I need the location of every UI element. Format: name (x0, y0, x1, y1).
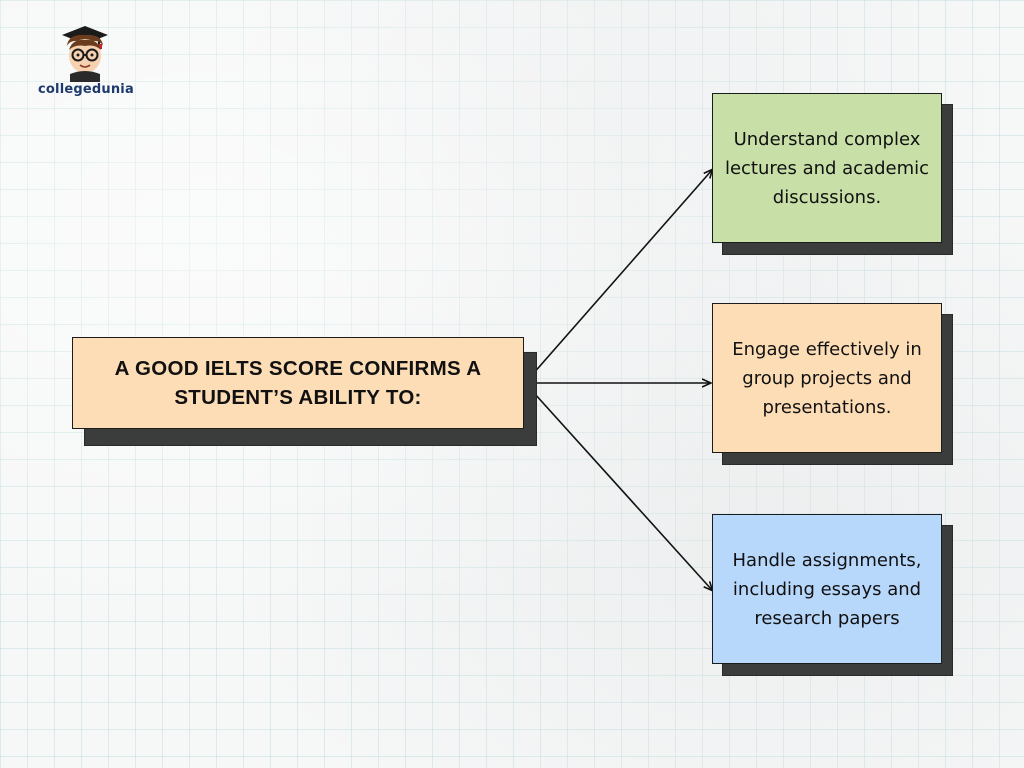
ability-box-2: Engage effectively in group projects and… (712, 303, 942, 453)
student-avatar-icon (62, 26, 108, 82)
ability-box-3: Handle assignments, including essays and… (712, 514, 942, 664)
main-statement-box: A GOOD IELTS SCORE CONFIRMS A STUDENT’S … (72, 337, 524, 429)
ability-text-2: Engage effectively in group projects and… (732, 338, 922, 418)
main-statement-text: A GOOD IELTS SCORE CONFIRMS A STUDENT’S … (114, 357, 482, 409)
arrow-to-box-3 (524, 382, 712, 590)
ability-text-3: Handle assignments, including essays and… (732, 549, 922, 629)
logo-wordmark: collegedunia (38, 82, 134, 97)
arrow-to-box-1 (525, 170, 712, 383)
ability-text-1: Understand complex lectures and academic… (724, 128, 930, 208)
ability-box-1: Understand complex lectures and academic… (712, 93, 942, 243)
